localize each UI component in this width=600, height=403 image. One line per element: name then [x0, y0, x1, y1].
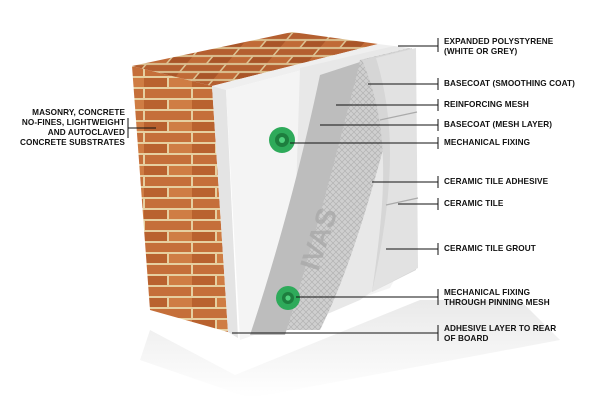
mechanical-fixing-upper [269, 127, 295, 153]
leader-lines [127, 38, 439, 341]
label-ceramic-tile-grout: CERAMIC TILE GROUT [444, 244, 536, 253]
label-ceramic-tile-adhesive: CERAMIC TILE ADHESIVE [444, 177, 549, 186]
label-masonry: MASONRY, CONCRETE NO-FINES, LIGHTWEIGHT … [19, 108, 125, 147]
basecoat-mesh-layer [250, 62, 360, 335]
label-expanded-polystyrene: EXPANDED POLYSTYRENE (WHITE OR GREY) [444, 37, 554, 56]
ceramic-tile-layer [372, 48, 418, 292]
label-basecoat-smoothing: BASECOAT (SMOOTHING COAT) [444, 79, 575, 88]
adhesive-edge [212, 86, 238, 338]
floor-shadow [140, 300, 560, 398]
label-adhesive-layer: ADHESIVE LAYER TO REAR OF BOARD [444, 324, 557, 343]
label-mechanical-fixing: MECHANICAL FIXING [444, 138, 531, 147]
label-fixing-through-mesh: MECHANICAL FIXING THROUGH PINNING MESH [444, 288, 550, 307]
brick-top-face [132, 32, 378, 86]
label-reinforcing-mesh: REINFORCING MESH [444, 100, 529, 109]
label-basecoat-mesh: BASECOAT (MESH LAYER) [444, 120, 553, 129]
mechanical-fixing-lower [276, 286, 300, 310]
tile-grout-lines [379, 111, 419, 206]
eps-top-edge [212, 44, 394, 90]
label-ceramic-tile: CERAMIC TILE [444, 199, 504, 208]
brick-side-face [132, 66, 228, 332]
